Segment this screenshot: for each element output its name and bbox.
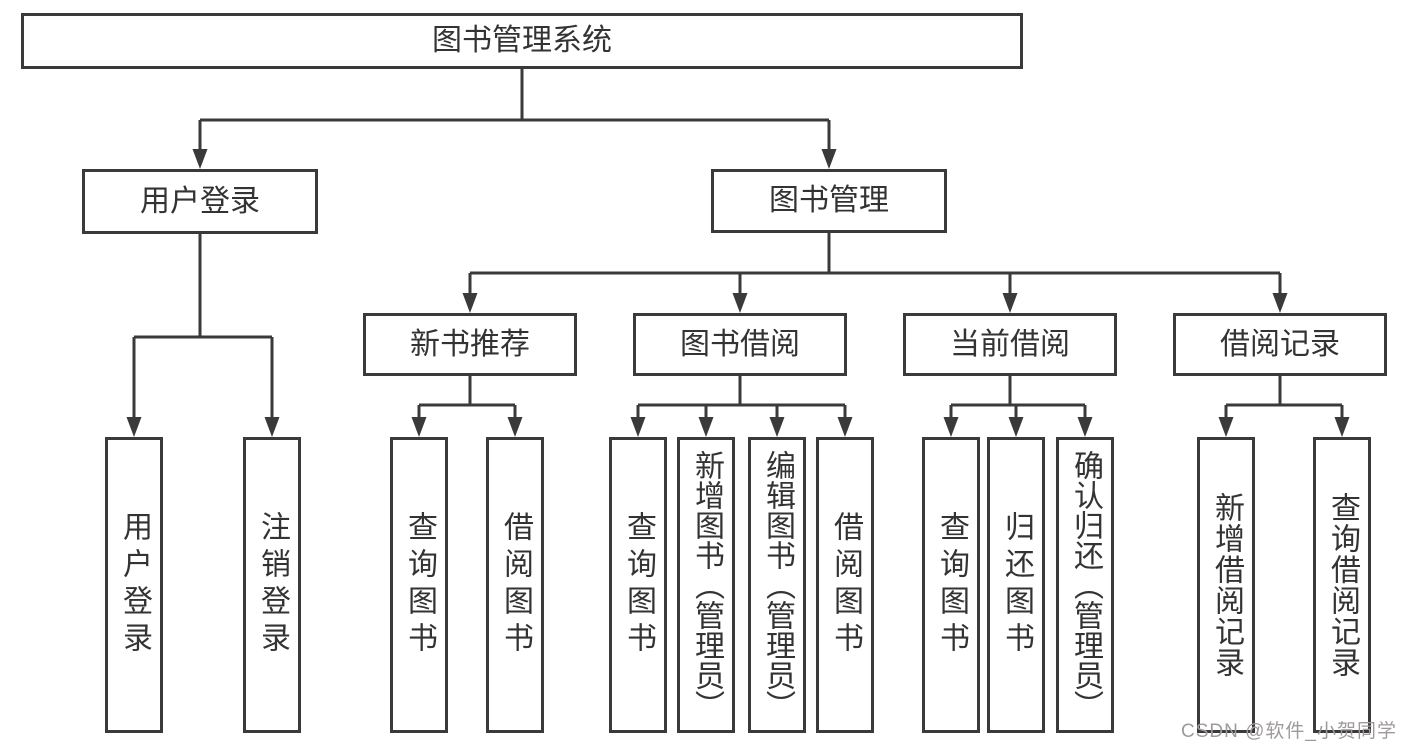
leaf-borrow-edit-books-admin: 编辑图书（管理员）: [748, 437, 806, 733]
node-label: 查询图书: [935, 511, 968, 659]
node-label: 注销登录: [256, 511, 289, 659]
leaf-newbook-query-books: 查询图书: [390, 437, 448, 733]
leaf-records-add-record: 新增借阅记录: [1197, 437, 1255, 733]
node-label: 用户登录: [118, 511, 151, 659]
leaf-borrow-add-books-admin: 新增图书（管理员）: [677, 437, 735, 733]
leaf-current-return-books: 归还图书: [987, 437, 1045, 733]
node-label: 图书管理系统: [432, 24, 612, 57]
leaf-current-confirm-return-admin: 确认归还（管理员）: [1056, 437, 1114, 733]
node-label: 图书借阅: [680, 327, 800, 361]
node-new-book-recommend: 新书推荐: [363, 313, 577, 376]
leaf-user-login: 用户登录: [105, 437, 163, 733]
node-label: 新增图书（管理员）: [690, 450, 723, 720]
leaf-newbook-borrow-books: 借阅图书: [486, 437, 544, 733]
node-label: 用户登录: [140, 184, 260, 218]
node-label: 图书管理: [769, 184, 889, 217]
node-label: 借阅图书: [829, 511, 862, 659]
node-book-borrow: 图书借阅: [633, 313, 847, 376]
node-label: 归还图书: [1000, 511, 1033, 659]
leaf-borrow-query-books: 查询图书: [609, 437, 667, 733]
node-current-borrow: 当前借阅: [903, 313, 1117, 376]
node-borrow-records: 借阅记录: [1173, 313, 1387, 376]
node-root: 图书管理系统: [21, 13, 1023, 69]
leaf-borrow-borrow-books: 借阅图书: [816, 437, 874, 733]
leaf-records-query-record: 查询借阅记录: [1313, 437, 1371, 733]
leaf-current-query-books: 查询图书: [922, 437, 980, 733]
watermark: CSDN @软件_小贺同学: [1181, 721, 1397, 742]
node-label: 借阅记录: [1220, 327, 1340, 361]
node-book-management: 图书管理: [711, 169, 947, 233]
node-label: 编辑图书（管理员）: [761, 450, 794, 720]
node-label: 查询借阅记录: [1326, 492, 1359, 678]
leaf-logout: 注销登录: [243, 437, 301, 733]
node-label: 新增借阅记录: [1210, 492, 1243, 678]
node-user-login: 用户登录: [82, 169, 318, 234]
node-label: 新书推荐: [410, 327, 530, 361]
node-label: 借阅图书: [499, 511, 532, 659]
node-label: 查询图书: [403, 511, 436, 659]
node-label: 确认归还（管理员）: [1069, 450, 1102, 720]
node-label: 查询图书: [622, 511, 655, 659]
node-label: 当前借阅: [950, 327, 1070, 361]
